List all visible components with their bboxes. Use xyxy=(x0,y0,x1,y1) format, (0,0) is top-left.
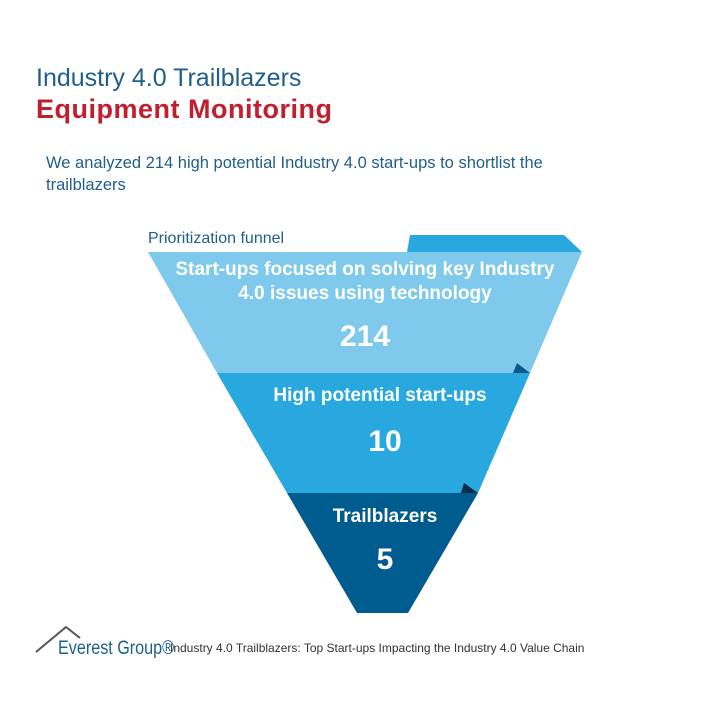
funnel-stage-3 xyxy=(287,493,478,613)
stage-2-label: High potential start-ups xyxy=(273,385,487,406)
funnel-top-tab xyxy=(407,235,582,252)
stage-2-value: 10 xyxy=(368,425,402,458)
footer-brand: Everest Group® xyxy=(58,638,175,659)
description: We analyzed 214 high potential Industry … xyxy=(46,154,543,194)
funnel-fold-1 xyxy=(513,363,530,373)
page-subtitle: Equipment Monitoring xyxy=(36,94,333,124)
everest-mountain-logo xyxy=(35,625,81,653)
funnel-stage-1 xyxy=(148,252,582,373)
stage-1-value: 214 xyxy=(339,320,391,353)
stage-3-value: 5 xyxy=(376,543,394,576)
stage-3-label: Trailblazers xyxy=(332,506,438,527)
page-title: Industry 4.0 Trailblazers xyxy=(36,64,302,92)
stage-1-label: Start-ups focused on solving key Industr… xyxy=(175,259,555,304)
footer-text: Industry 4.0 Trailblazers: Top Start-ups… xyxy=(170,641,585,655)
funnel-label: Prioritization funnel xyxy=(148,230,285,247)
funnel-stage-2 xyxy=(217,373,530,493)
funnel-fold-2 xyxy=(461,483,478,493)
